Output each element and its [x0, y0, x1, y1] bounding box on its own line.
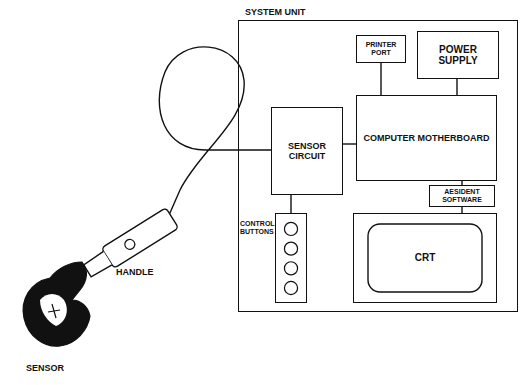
printer-port-box: PRINTER PORT: [356, 35, 406, 63]
crt-box: CRT: [353, 213, 497, 303]
system-unit-housing: PRINTER PORT POWER SUPPLY SENSOR CIRCUIT CO…: [238, 20, 518, 312]
sensor-head: [23, 262, 90, 346]
handle: [81, 208, 179, 281]
sensor-cable: [159, 47, 272, 222]
button-circles: [276, 214, 306, 302]
control-buttons-box: CONTROL BUTTONS: [275, 213, 307, 303]
part-name: PRINTER PORT: [360, 41, 402, 57]
connector-line: [456, 79, 457, 95]
motherboard-box: COMPUTER MOTHERBOARD: [356, 95, 497, 181]
part-name: COMPUTER MOTHERBOARD: [364, 133, 490, 143]
part-name: CRT: [415, 252, 436, 264]
connector-line: [290, 195, 291, 213]
software-box: AESIDENT SOFTWARE: [429, 185, 495, 207]
part-label: SENSOR: [26, 364, 64, 374]
part-name: POWER SUPPLY: [421, 44, 495, 67]
connector-line: [343, 143, 356, 144]
part-name: SENSOR CIRCUIT: [275, 141, 339, 162]
part-label: HANDLE: [116, 268, 154, 278]
sensor-circuit-box: SENSOR CIRCUIT: [271, 107, 343, 195]
part-name: AESIDENT SOFTWARE: [433, 188, 491, 204]
part-name: CONTROL BUTTONS: [240, 220, 272, 236]
connector-line: [380, 63, 381, 95]
part-name: SYSTEM UNIT: [245, 7, 306, 17]
power-supply-box: POWER SUPPLY: [417, 31, 499, 79]
